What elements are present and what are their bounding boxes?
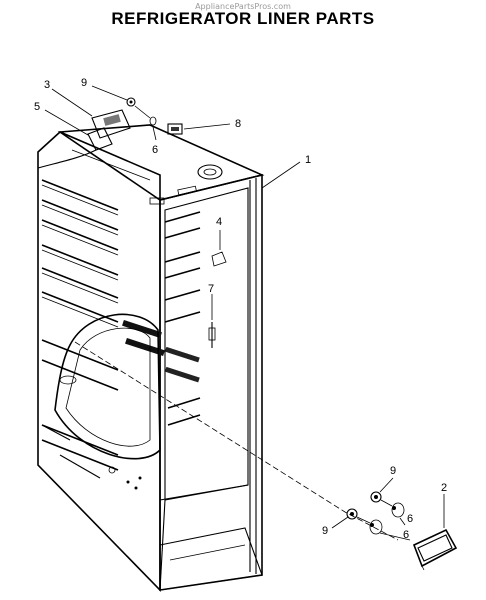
screw-part-9-lower-right — [346, 508, 358, 520]
clip-part-4 — [211, 251, 227, 267]
callout-6-right: 6 — [403, 529, 409, 541]
left-wall-rails — [41, 179, 119, 471]
callout-4: 4 — [216, 216, 222, 228]
callout-2: 2 — [441, 482, 447, 494]
thermostat-part-5 — [37, 127, 113, 169]
crisper-cavity — [54, 313, 161, 460]
refrigerator-liner — [37, 124, 265, 592]
bulb-part-6-top — [134, 105, 157, 126]
liner-left-wall — [37, 131, 161, 592]
callout-9-upper-right: 9 — [390, 465, 396, 477]
callout-9-top: 9 — [81, 77, 87, 89]
bulb-part-6-lower-right — [356, 516, 383, 535]
control-housing-part-3 — [91, 109, 131, 139]
screw-part-9-top — [126, 97, 136, 107]
liner-front-frame — [159, 173, 263, 591]
callout-3: 3 — [44, 79, 50, 91]
watermark: AppliancePartsPros.com — [195, 2, 291, 11]
page-title: REFRIGERATOR LINER PARTS — [111, 9, 375, 28]
leader-lines — [44, 85, 445, 541]
callout-6-upper-right: 6 — [407, 513, 413, 525]
callout-1: 1 — [305, 154, 311, 166]
liner-top-panel — [57, 124, 265, 201]
bulb-part-6-upper-right — [380, 499, 405, 518]
light-shield-part-2 — [412, 528, 458, 571]
interior-rails — [164, 211, 201, 426]
callout-7: 7 — [208, 283, 214, 295]
callout-6-top: 6 — [152, 144, 158, 156]
socket-part-8 — [167, 123, 183, 135]
shelf-supports — [122, 319, 200, 383]
callout-9-lower-right: 9 — [322, 525, 328, 537]
pin-part-7 — [208, 322, 216, 348]
callout-5: 5 — [34, 101, 40, 113]
callout-8: 8 — [235, 118, 241, 130]
screw-part-9-upper-right — [370, 491, 382, 503]
assembly-guide-line — [74, 341, 399, 541]
